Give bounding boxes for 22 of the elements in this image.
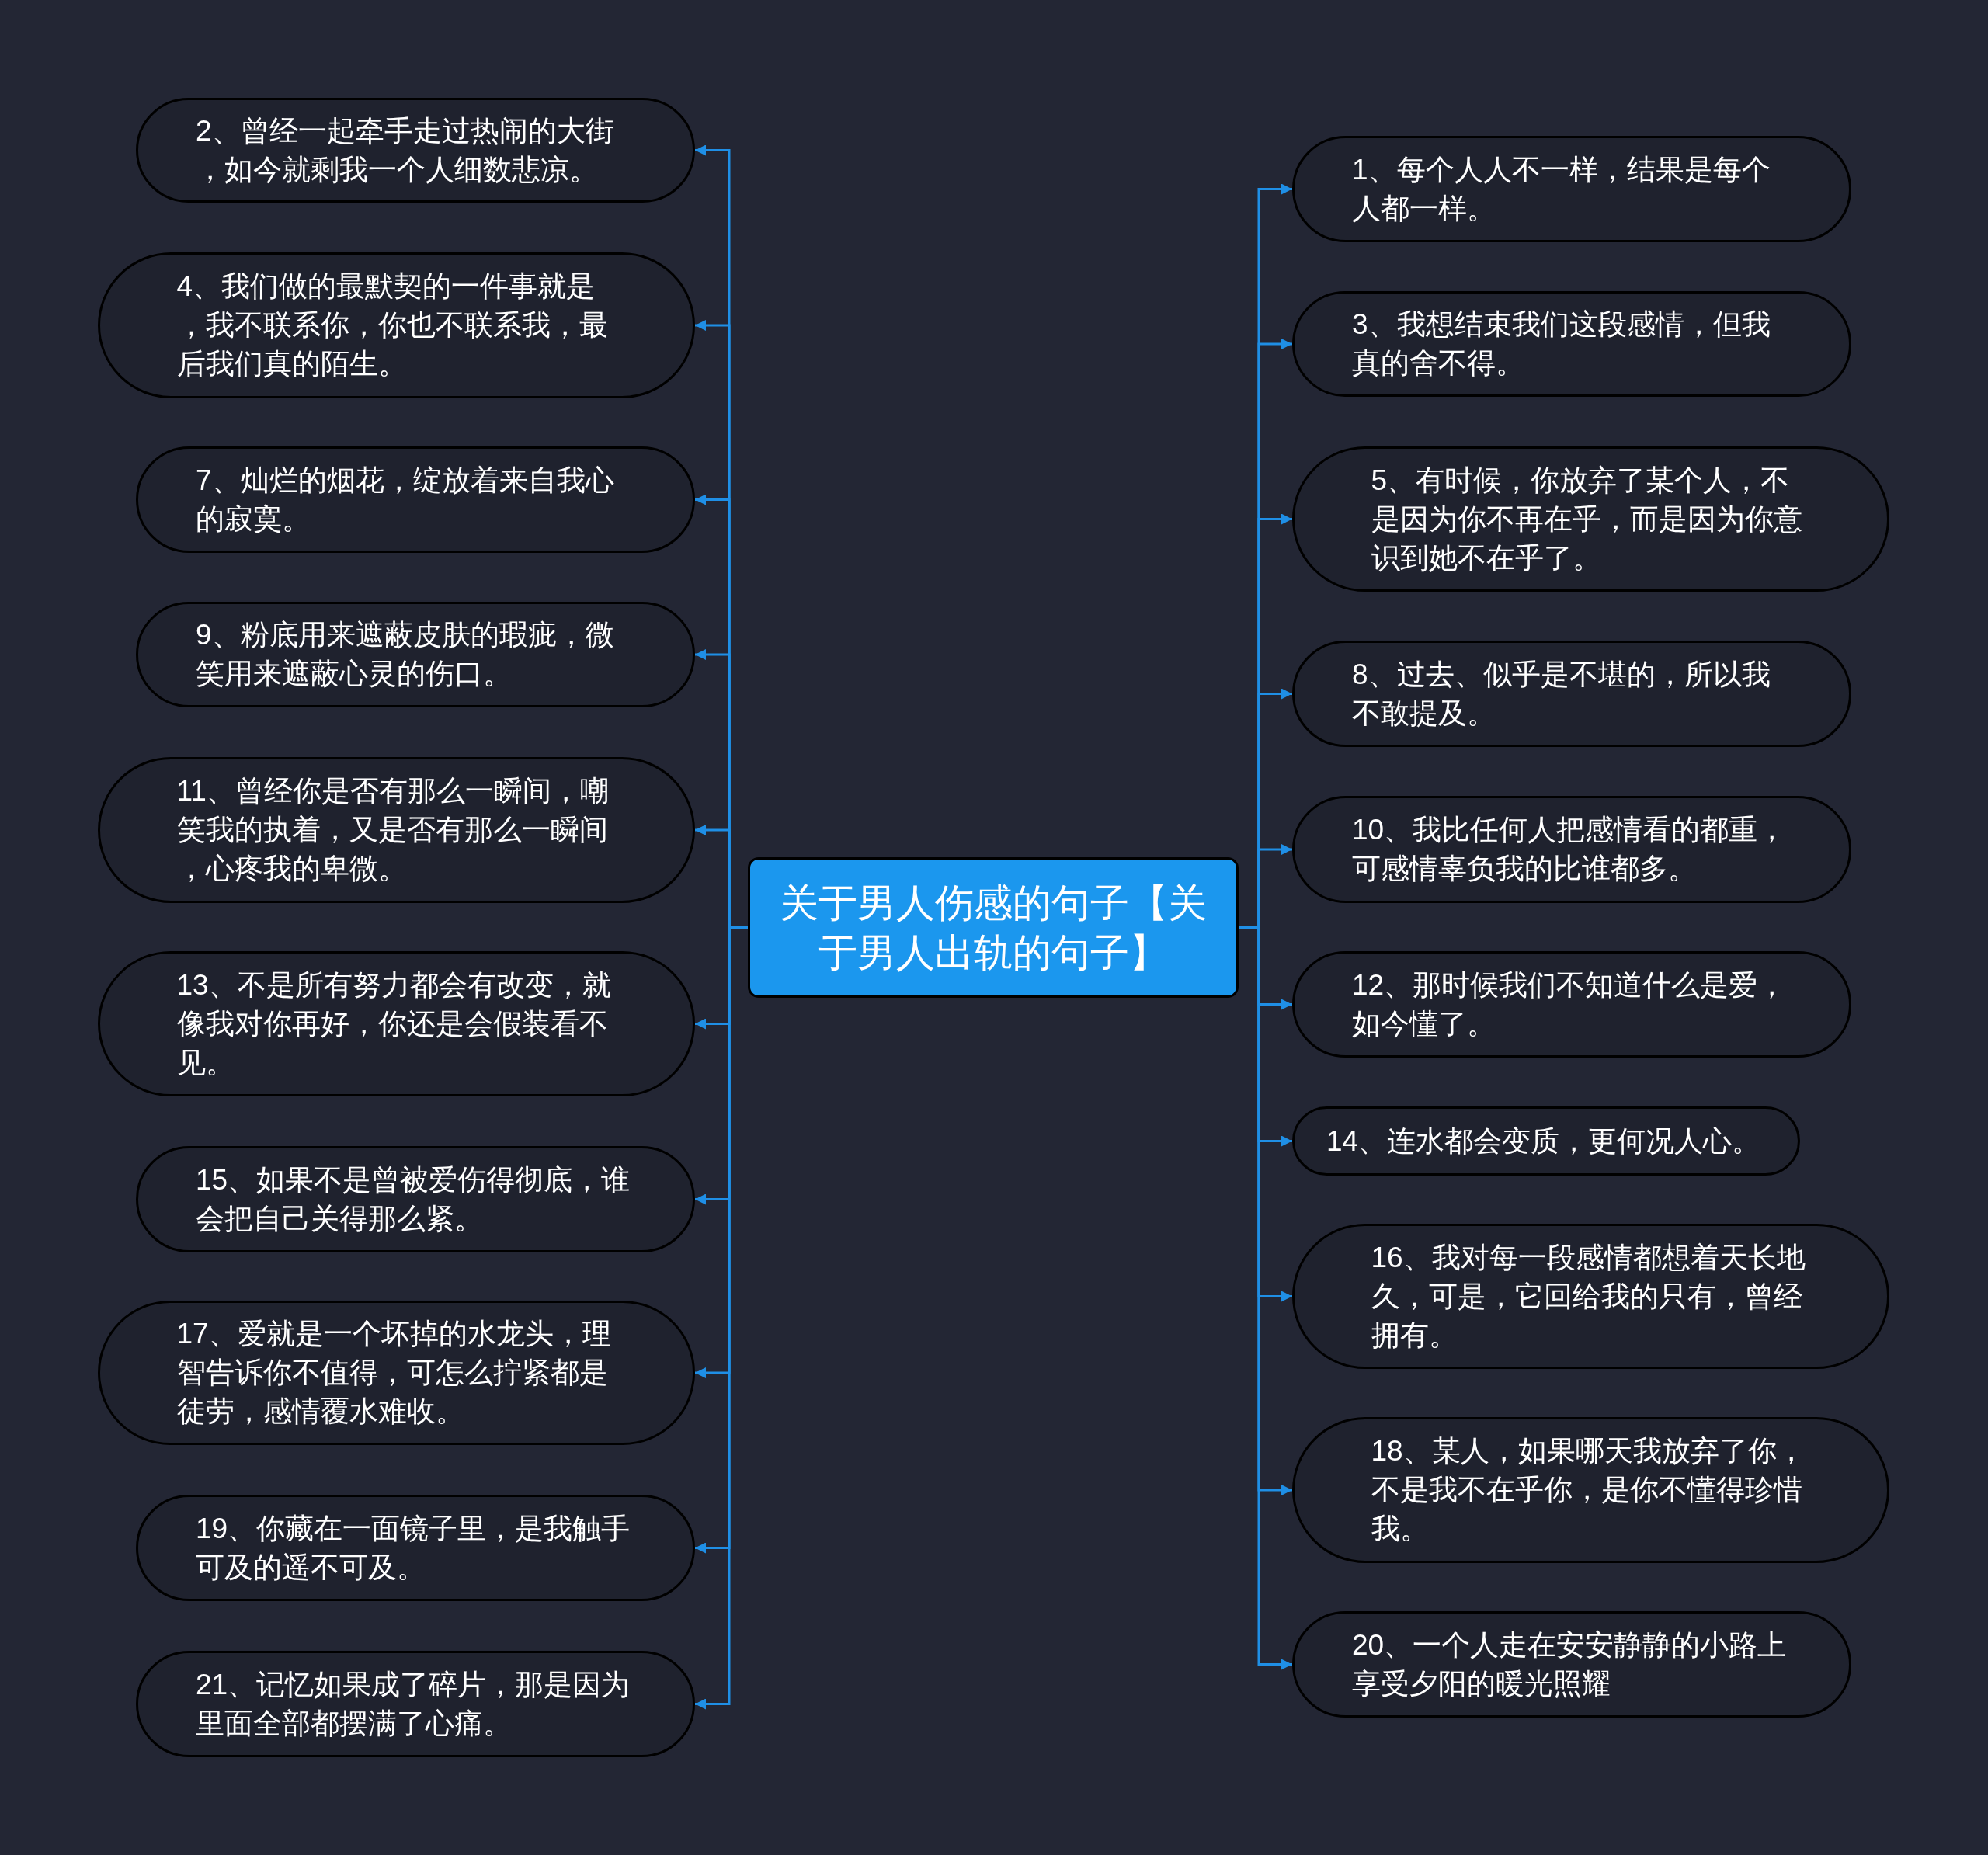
- quote-text: 7、灿烂的烟花，绽放着来自我心的寂寞。: [196, 463, 615, 537]
- quote-text: 4、我们做的最默契的一件事就是，我不联系你，你也不联系我，最后我们真的陌生。: [176, 269, 609, 381]
- central-topic-box: [748, 857, 1239, 998]
- quote-text: 1、每个人人不一样，结果是每个人都一样。: [1352, 152, 1771, 226]
- quote-text: 19、你藏在一面镜子里，是我触手可及的遥不可及。: [196, 1511, 631, 1585]
- quote-text: 12、那时候我们不知道什么是爱，如今懂了。: [1352, 967, 1788, 1041]
- quote-text: 15、如果不是曾被爱伤得彻底，谁会把自己关得那么紧。: [196, 1162, 631, 1236]
- quote-text: 10、我比任何人把感情看的都重，可感情辜负我的比谁都多。: [1352, 813, 1788, 886]
- quote-text: 21、记忆如果成了碎片，那是因为里面全部都摆满了心痛。: [196, 1667, 631, 1741]
- quote-text: 8、过去、似乎是不堪的，所以我不敢提及。: [1352, 657, 1771, 731]
- quote-text: 3、我想结束我们这段感情，但我真的舍不得。: [1352, 307, 1771, 380]
- quote-text: 14、连水都会变质，更何况人心。: [1326, 1124, 1762, 1159]
- quote-text: 18、某人，如果哪天我放弃了你，不是我不在乎你，是你不懂得珍惜我。: [1371, 1434, 1806, 1546]
- quote-text: 17、爱就是一个坏掉的水龙头，理智告诉你不值得，可怎么拧紧都是徒劳，感情覆水难收。: [176, 1317, 612, 1429]
- quote-text: 13、不是所有努力都会有改变，就像我对你再好，你还是会假装看不见。: [176, 967, 612, 1080]
- quote-text: 16、我对每一段感情都想着天长地久，可是，它回给我的只有，曾经拥有。: [1371, 1240, 1806, 1353]
- quote-text: 5、有时候，你放弃了某个人，不是因为你不再在乎，而是因为你意识到她不在乎了。: [1371, 463, 1803, 575]
- quote-text: 11、曾经你是否有那么一瞬间，嘲笑我的执着，又是否有那么一瞬间，心疼我的卑微。: [176, 774, 610, 886]
- quote-text: 9、粉底用来遮蔽皮肤的瑕疵，微笑用来遮蔽心灵的伤口。: [196, 618, 615, 691]
- quote-text: 20、一个人走在安安静静的小路上享受夕阳的暖光照耀: [1352, 1627, 1788, 1701]
- central-topic-text: 关于男人伤感的句子【关于男人出轨的句子】: [779, 880, 1208, 976]
- quote-text: 2、曾经一起牵手走过热闹的大街，如今就剩我一个人细数悲凉。: [196, 113, 615, 187]
